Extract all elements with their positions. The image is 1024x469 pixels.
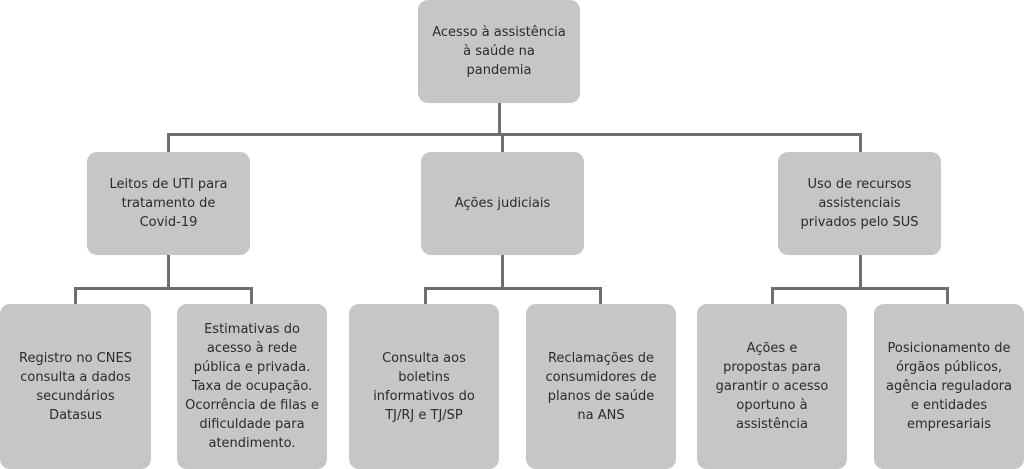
leaf-node: Estimativas do acesso à rede pública e p… bbox=[177, 304, 327, 469]
connector bbox=[250, 287, 253, 305]
connector bbox=[771, 287, 949, 290]
leaf-node: Posicionamento de órgãos públicos, agênc… bbox=[874, 304, 1024, 469]
connector bbox=[424, 287, 602, 290]
branch-node-private-resources: Uso de recursos assistenciais privados p… bbox=[778, 152, 941, 255]
connector bbox=[859, 255, 862, 289]
connector bbox=[599, 287, 602, 305]
leaf-node: Registro no CNES consulta a dados secund… bbox=[0, 304, 151, 469]
connector bbox=[498, 103, 501, 135]
connector bbox=[771, 287, 774, 305]
connector bbox=[946, 287, 949, 305]
connector bbox=[501, 255, 504, 289]
connector bbox=[501, 133, 504, 153]
leaf-node: Consulta aos boletins informativos do TJ… bbox=[349, 304, 499, 469]
connector bbox=[859, 133, 862, 153]
root-node: Acesso à assistência à saúde na pandemia bbox=[418, 0, 580, 103]
connector bbox=[167, 133, 170, 153]
connector bbox=[424, 287, 427, 305]
leaf-node: Ações e propostas para garantir o acesso… bbox=[697, 304, 847, 469]
leaf-node: Reclamações de consumidores de planos de… bbox=[526, 304, 676, 469]
branch-node-judicial: Ações judiciais bbox=[421, 152, 584, 255]
connector bbox=[74, 287, 77, 305]
connector bbox=[167, 133, 862, 136]
connector bbox=[167, 255, 170, 289]
branch-node-uti: Leitos de UTI para tratamento de Covid-1… bbox=[87, 152, 250, 255]
connector bbox=[74, 287, 253, 290]
